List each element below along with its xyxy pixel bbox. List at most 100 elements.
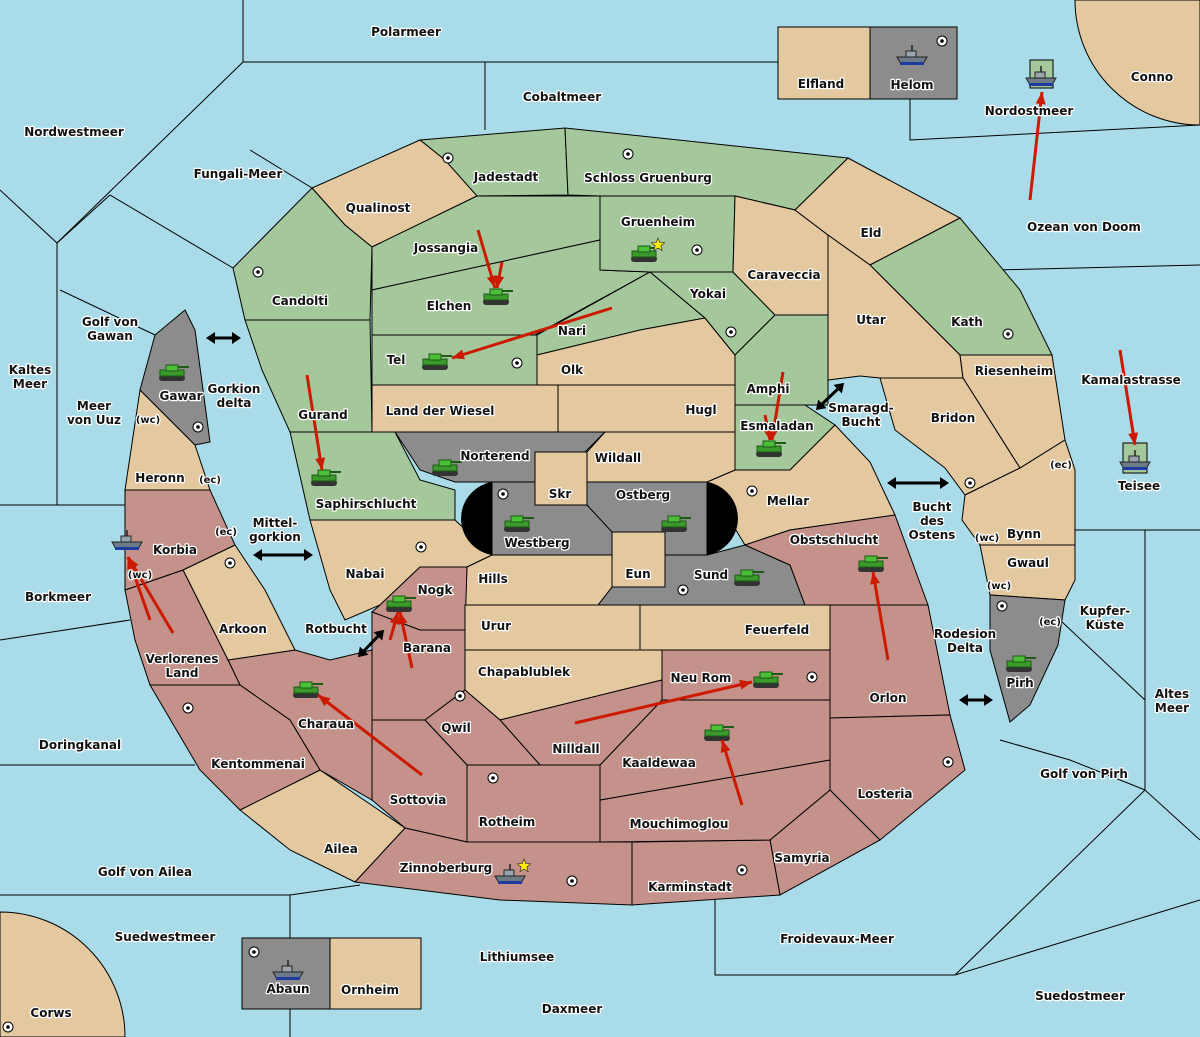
tank-icon[interactable] (432, 459, 462, 476)
region-label: delta (217, 396, 252, 410)
region-label: Arkoon (219, 622, 267, 636)
region-label: Nabai (346, 567, 385, 581)
region-karminstadt[interactable] (631, 839, 781, 906)
region-label: Orlon (869, 691, 906, 705)
region-label: Ostberg (616, 488, 670, 502)
supply-center-dot-icon (566, 875, 578, 887)
supply-centers (2, 35, 1014, 1033)
double-arrow-icon (959, 694, 993, 706)
region-label: Ozean von Doom (1027, 220, 1141, 234)
region-label: Sottovia (390, 793, 447, 807)
supply-center-dot-icon (454, 690, 466, 702)
region-label: Teisee (1118, 479, 1160, 493)
double-arrow-icon (887, 477, 949, 489)
region-label: Gawar (159, 389, 202, 403)
tank-icon[interactable] (734, 569, 764, 586)
region-label: Helom (890, 78, 933, 92)
region-label: Korbia (153, 543, 197, 557)
region-rotheim[interactable] (466, 764, 601, 843)
region-label: Eld (861, 226, 882, 240)
region-label: Suedostmeer (1035, 989, 1125, 1003)
supply-center-dot-icon (487, 772, 499, 784)
tank-icon[interactable] (753, 671, 783, 688)
region-label: Samyria (774, 851, 829, 865)
red-arrow-icon (870, 571, 890, 661)
coast-label: (ec) (199, 475, 221, 486)
region-corws[interactable] (0, 911, 126, 1037)
region-label: Obstschlucht (790, 533, 879, 547)
ship-icon[interactable] (1025, 66, 1057, 86)
supply-center-dot-icon (622, 148, 634, 160)
supply-center-dot-icon (936, 35, 948, 47)
region-gwaul[interactable] (979, 544, 1076, 601)
tank-icon[interactable] (858, 555, 888, 572)
region-label: Golf von Pirh (1040, 767, 1128, 781)
ship-icon[interactable] (111, 530, 143, 550)
supply-center-dot-icon (746, 485, 758, 497)
region-gruenheim[interactable] (599, 195, 736, 273)
region-label: Mittel- (253, 516, 298, 530)
region-label: Golf von (82, 315, 138, 329)
land-regions[interactable] (124, 26, 1148, 1010)
supply-center-dot-icon (806, 671, 818, 683)
ship-icon[interactable] (896, 45, 928, 65)
region-label: Caraveccia (747, 268, 820, 282)
tank-icon[interactable] (1006, 655, 1036, 672)
tank-icon[interactable] (159, 364, 189, 381)
supply-center-dot-icon (224, 557, 236, 569)
region-conno[interactable] (1074, 0, 1200, 126)
tank-icon[interactable] (661, 515, 691, 532)
supply-center-dot-icon (415, 541, 427, 553)
region-label: Lithiumsee (480, 950, 555, 964)
units[interactable] (111, 45, 1151, 980)
tank-icon[interactable] (386, 595, 416, 612)
region-ornheim[interactable] (329, 937, 422, 1010)
supply-center-dot-icon (2, 1021, 14, 1033)
region-label: Rodesion (934, 627, 996, 641)
region-label: Kaltes (9, 363, 52, 377)
tank-icon[interactable] (483, 288, 513, 305)
double-arrow-icon (357, 629, 385, 658)
region-label: Hills (478, 572, 508, 586)
supply-center-dot-icon (442, 152, 454, 164)
supply-center-dot-icon (511, 357, 523, 369)
red-arrow-icon (126, 556, 152, 621)
red-arrow-icon (476, 229, 497, 289)
tank-icon[interactable] (293, 681, 323, 698)
tank-icon[interactable] (311, 469, 341, 486)
ship-icon[interactable] (1119, 450, 1151, 470)
red-arrow-icon (574, 679, 753, 725)
passage-arrows (206, 332, 993, 706)
region-label: Corws (30, 1006, 71, 1020)
region-label: Feuerfeld (745, 623, 810, 637)
region-label: Chapablublek (478, 665, 571, 679)
red-arrow-icon (451, 306, 613, 360)
region-label: Neu Rom (671, 671, 732, 685)
impassable-east (707, 482, 738, 555)
tank-icon[interactable] (504, 515, 534, 532)
tank-icon[interactable] (704, 724, 734, 741)
region-label: Gorkion (208, 382, 261, 396)
region-label: Westberg (504, 536, 569, 550)
tank-icon[interactable] (756, 440, 786, 457)
region-label: Urur (481, 619, 511, 633)
region-label: Wildall (595, 451, 641, 465)
supply-center-dot-icon (192, 421, 204, 433)
red-arrow-icon (1028, 91, 1046, 201)
region-label: Olk (561, 363, 584, 377)
region-label: Tel (387, 353, 406, 367)
region-label: Saphirschlucht (316, 497, 417, 511)
region-label: Gwaul (1007, 556, 1049, 570)
region-label: des (920, 514, 944, 528)
region-label: Golf von Ailea (98, 865, 192, 879)
region-label: Meer (77, 399, 111, 413)
region-label: Schloss Gruenburg (584, 171, 712, 185)
ship-icon[interactable] (272, 960, 304, 980)
region-bynn[interactable] (961, 439, 1076, 546)
red-arrow-icon (397, 611, 414, 669)
tank-icon[interactable] (422, 353, 452, 370)
ship-icon[interactable] (494, 864, 526, 884)
region-label: Daxmeer (542, 1002, 603, 1016)
coast-label: (wc) (136, 415, 160, 426)
